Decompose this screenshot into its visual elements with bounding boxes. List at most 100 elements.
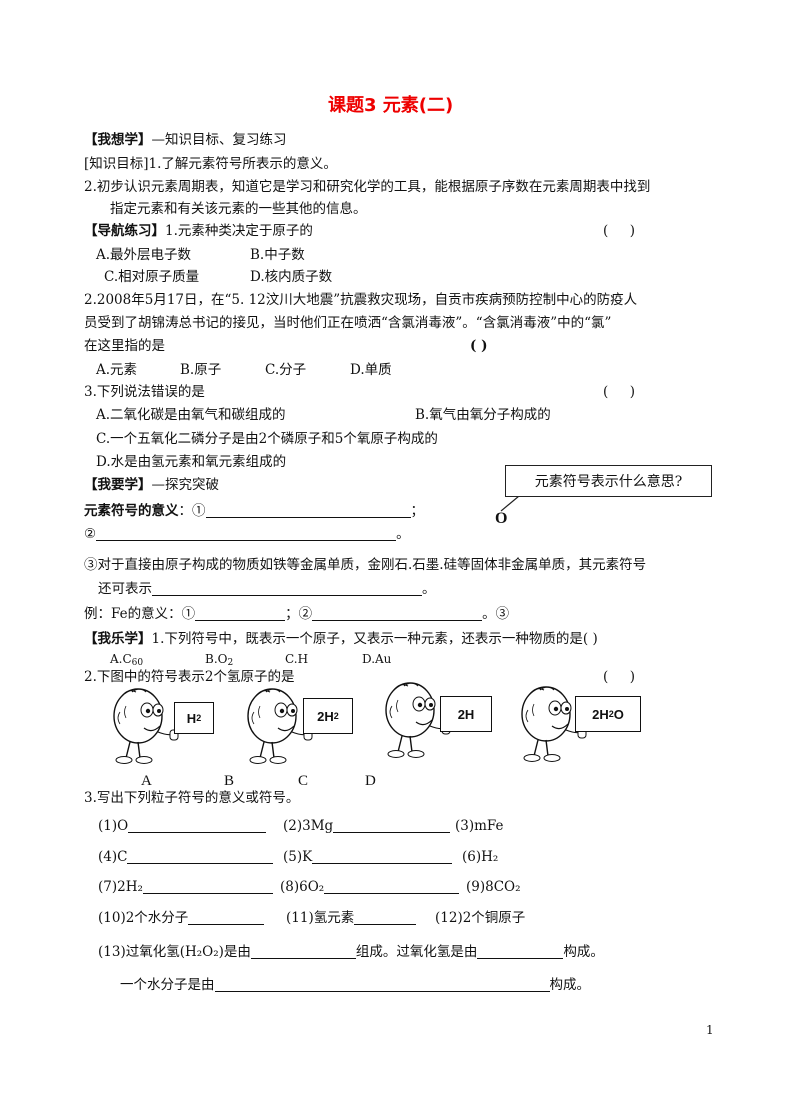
- fill-row-4: (10)2个水分子: [98, 909, 265, 927]
- blank-field[interactable]: [142, 879, 273, 894]
- card-tail: O: [613, 706, 624, 722]
- item-label: 组成。过氧化氢是由: [355, 944, 478, 960]
- fill-row-1b: (2)3Mg: [283, 817, 451, 835]
- item-label: (5)K: [283, 849, 313, 865]
- q2-opt-a: A.元素: [96, 362, 138, 378]
- item-label: (8)6O₂: [280, 879, 325, 895]
- section-text: —探究突破: [151, 477, 220, 493]
- objective-2b: 指定元素和有关该元素的一些其他的信息。: [110, 201, 367, 217]
- section-tag: 【我想学】: [84, 132, 152, 148]
- item-label: (10)2个水分子: [98, 910, 189, 926]
- meaning-line-1: 元素符号的意义：①；: [84, 502, 424, 520]
- section-learn: 【我要学】—探究突破: [84, 476, 219, 494]
- fe-sep-3: 。③: [482, 606, 510, 622]
- card-sub: 2: [333, 711, 339, 721]
- answer-paren: ( ): [603, 669, 635, 685]
- meaning-label: 元素符号的意义: [84, 503, 179, 519]
- card-main: H: [186, 710, 197, 726]
- q2-opt-d: D.单质: [350, 362, 392, 378]
- meaning-line-2: ②。: [84, 525, 410, 543]
- blank-field[interactable]: [205, 503, 411, 518]
- figure-label-c: C: [298, 773, 309, 789]
- answer-paren: ( ): [603, 223, 635, 239]
- blank-field[interactable]: [127, 849, 274, 864]
- fill-row-4c: (12)2个铜原子: [435, 910, 526, 926]
- blank-field[interactable]: [312, 606, 483, 621]
- page-number: 1: [706, 1023, 714, 1037]
- blank-field[interactable]: [214, 977, 550, 992]
- card-main: 2H: [457, 706, 475, 722]
- blank-field[interactable]: [477, 944, 564, 959]
- figure-label-b: B: [224, 773, 235, 789]
- cartoon-figures: [113, 682, 587, 765]
- item-label: (11)氢元素: [286, 910, 355, 926]
- s3-opt-c: C.H: [285, 652, 309, 666]
- q3-opt-c: C.一个五氧化二磷分子是由2个磷原子和5个氧原子构成的: [96, 431, 438, 447]
- meaning-line-3b: 还可表示。: [98, 580, 436, 598]
- section-text: —知识目标、复习练习: [151, 132, 287, 148]
- blank-field[interactable]: [152, 581, 422, 596]
- nav-question-1: 【导航练习】1.元素种类决定于原子的: [84, 222, 313, 240]
- fill-row-1c: (3)mFe: [455, 818, 504, 834]
- fill-row-14: 一个水分子是由 构成。: [120, 976, 590, 994]
- card-sub: 2: [196, 713, 202, 723]
- fill-row-13: (13)过氧化氢(H₂O₂)是由组成。过氧化氢是由构成。: [98, 943, 604, 961]
- item-label: (1)O: [98, 818, 129, 834]
- s3-question-3: 3.写出下列粒子符号的意义或符号。: [84, 790, 300, 806]
- fill-row-3b: (8)6O₂: [280, 878, 460, 896]
- section-enjoy: 【我乐学】1.下列符号中，既表示一个原子，又表示一种元素，还表示一种物质的是( …: [84, 630, 598, 648]
- opt-text: A.C: [110, 652, 132, 666]
- speech-bubble: 元素符号表示什么意思?: [505, 465, 712, 497]
- blank-field[interactable]: [354, 910, 417, 925]
- item-label: (2)3Mg: [283, 818, 334, 834]
- fill-row-3: (7)2H₂: [98, 878, 273, 896]
- blank-field[interactable]: [312, 849, 453, 864]
- card-sub: 2: [608, 709, 614, 719]
- q2-line2: 员受到了胡锦涛总书记的接见，当时他们正在喷洒“含氯消毒液”。“含氯消毒液”中的“…: [84, 315, 612, 331]
- opt-sub: 60: [131, 658, 144, 668]
- q1-opt-d: D.核内质子数: [250, 269, 333, 285]
- q1-opt-c: C.相对原子质量: [104, 269, 200, 285]
- answer-paren: ( ): [603, 384, 635, 400]
- opt-text: B.O: [205, 652, 228, 666]
- meaning-line-3a: ③对于直接由原子构成的物质如铁等金属单质，金刚石.石墨.硅等固体非金属单质，其元…: [84, 557, 647, 573]
- s3-opt-d: D.Au: [362, 652, 392, 666]
- item-label: (4)C: [98, 849, 128, 865]
- blank-field[interactable]: [333, 818, 451, 833]
- figure-label-d: D: [365, 773, 376, 789]
- figure-label-a: A: [141, 773, 152, 789]
- q2-line1: 2.2008年5月17日，在“5. 12汶川大地震”抗震救灾现场，自贡市疾病预防…: [84, 292, 638, 308]
- blank-field[interactable]: [195, 606, 286, 621]
- section-think: 【我想学】—知识目标、复习练习: [84, 131, 287, 149]
- fill-row-2c: (6)H₂: [462, 849, 499, 865]
- blank-field[interactable]: [188, 910, 265, 925]
- item-label: (13)过氧化氢(H₂O₂)是由: [98, 944, 251, 960]
- blank-field[interactable]: [250, 944, 356, 959]
- page-title: 课题3 元素(二): [328, 95, 454, 116]
- meaning-num-1: ：①: [178, 503, 206, 519]
- fe-text: 例：Fe的意义：①: [84, 606, 196, 622]
- blank-field[interactable]: [128, 818, 267, 833]
- bubble-tail-icon: [500, 496, 520, 512]
- cartoon-figure-a: [113, 688, 179, 765]
- bubble-symbol: O: [495, 510, 508, 527]
- q3-stem: 3.下列说法错误的是: [84, 384, 205, 400]
- item-label: (7)2H₂: [98, 879, 143, 895]
- blank-field[interactable]: [96, 526, 397, 541]
- objective-1: [知识目标]1.了解元素符号所表示的意义。: [84, 156, 337, 172]
- fill-row-3c: (9)8CO₂: [466, 879, 521, 895]
- answer-paren: ( ): [470, 338, 488, 354]
- section-tag: 【我要学】: [84, 477, 152, 493]
- period: 。: [422, 581, 436, 597]
- q2-opt-c: C.分子: [265, 362, 307, 378]
- item-label: 一个水分子是由: [120, 977, 215, 993]
- blank-field[interactable]: [324, 879, 460, 894]
- opt-sub: 2: [227, 658, 234, 668]
- q1-opt-a: A.最外层电子数: [96, 247, 192, 263]
- q1-opt-b: B.中子数: [250, 247, 305, 263]
- item-label: 构成。: [549, 977, 591, 993]
- q2-opt-b: B.原子: [180, 362, 222, 378]
